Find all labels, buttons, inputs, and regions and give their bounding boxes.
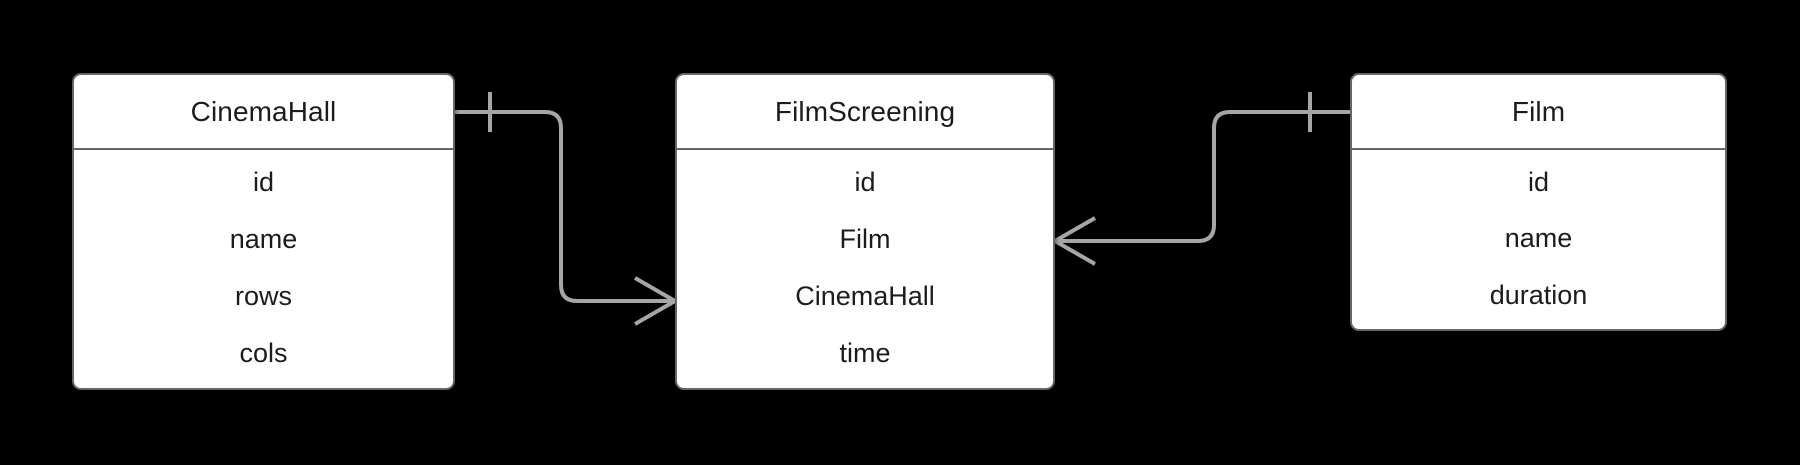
connector-line-filmscreening-film xyxy=(1055,110,1350,243)
attribute-row[interactable]: time xyxy=(839,338,891,369)
attribute-row[interactable]: cols xyxy=(239,338,288,369)
entity-film-title: Film xyxy=(1352,75,1725,150)
entity-cinemahall-title: CinemaHall xyxy=(74,75,453,150)
entity-filmscreening-title: FilmScreening xyxy=(677,75,1053,150)
attribute-row[interactable]: id xyxy=(1527,166,1549,197)
entity-film-attributes: id name duration xyxy=(1352,150,1725,329)
relationship-filmscreening-film xyxy=(1054,92,1350,266)
entity-cinemahall-attributes: id name rows cols xyxy=(74,150,453,388)
cardinality-many-marker-filmscreening-right xyxy=(1054,216,1096,266)
entity-film[interactable]: Film id name duration xyxy=(1350,73,1727,331)
cardinality-many-marker-filmscreening-left xyxy=(634,276,676,326)
attribute-row[interactable]: id xyxy=(854,167,876,198)
entity-cinemahall[interactable]: CinemaHall id name rows cols xyxy=(72,73,455,390)
connector-line-cinemahall-filmscreening xyxy=(455,110,675,303)
attribute-row[interactable]: rows xyxy=(234,281,292,312)
attribute-row[interactable]: name xyxy=(229,224,298,255)
attribute-row[interactable]: id xyxy=(252,167,274,198)
relationship-cinemahall-filmscreening xyxy=(455,92,676,326)
attribute-row[interactable]: duration xyxy=(1489,279,1588,310)
entity-filmscreening[interactable]: FilmScreening id Film CinemaHall time xyxy=(675,73,1055,390)
entity-filmscreening-attributes: id Film CinemaHall time xyxy=(677,150,1053,388)
attribute-row[interactable]: CinemaHall xyxy=(795,281,935,312)
attribute-row[interactable]: Film xyxy=(839,224,891,255)
attribute-row[interactable]: name xyxy=(1504,223,1573,254)
